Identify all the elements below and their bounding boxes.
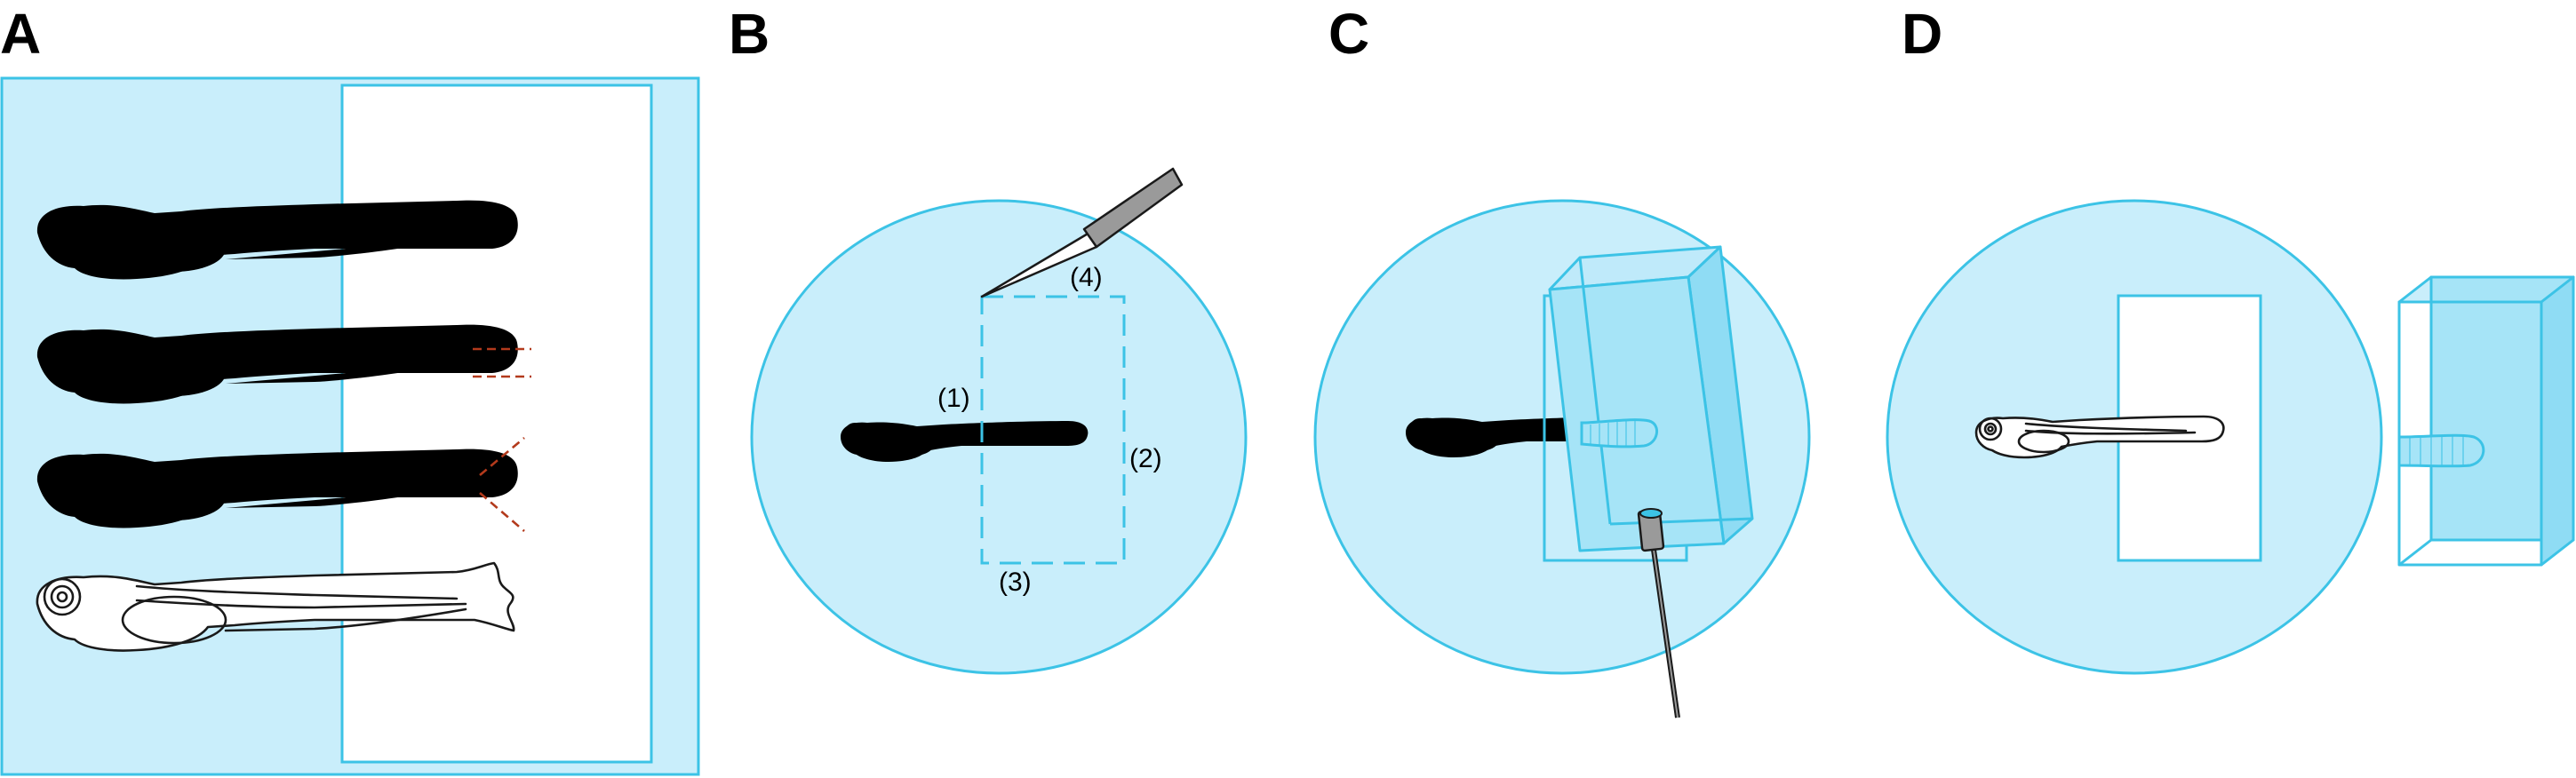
panel-a-letter: A (0, 2, 41, 66)
extracted-agarose-block (2397, 275, 2575, 567)
panel-c: C (1313, 2, 1811, 718)
step-label-4: (4) (1070, 263, 1103, 292)
clear-region (340, 83, 653, 764)
angled-cut-lines (479, 437, 525, 532)
panel-b: B (1) (2) (3) (4) (729, 2, 1248, 675)
excised-tail-fin (2397, 433, 2485, 468)
scalpel (980, 167, 1184, 298)
lifted-agarose-block (1548, 245, 1754, 552)
forceps-needle (1637, 508, 1680, 718)
panel-a: A (0, 2, 700, 776)
panel-d-letter: D (1902, 2, 1942, 66)
step-label-2: (2) (1129, 444, 1162, 473)
cut-outline (980, 295, 1126, 565)
panel-c-letter: C (1328, 2, 1369, 66)
larva-amputated (36, 561, 515, 652)
parallel-cut-lines (473, 347, 531, 378)
larva-tail-in-block (1580, 418, 1658, 449)
larva-tail-removed (1974, 415, 2225, 459)
panel-d: D (1886, 2, 2575, 675)
step-label-1: (1) (937, 384, 970, 413)
step-label-3: (3) (999, 568, 1032, 597)
panel-b-letter: B (729, 2, 770, 66)
